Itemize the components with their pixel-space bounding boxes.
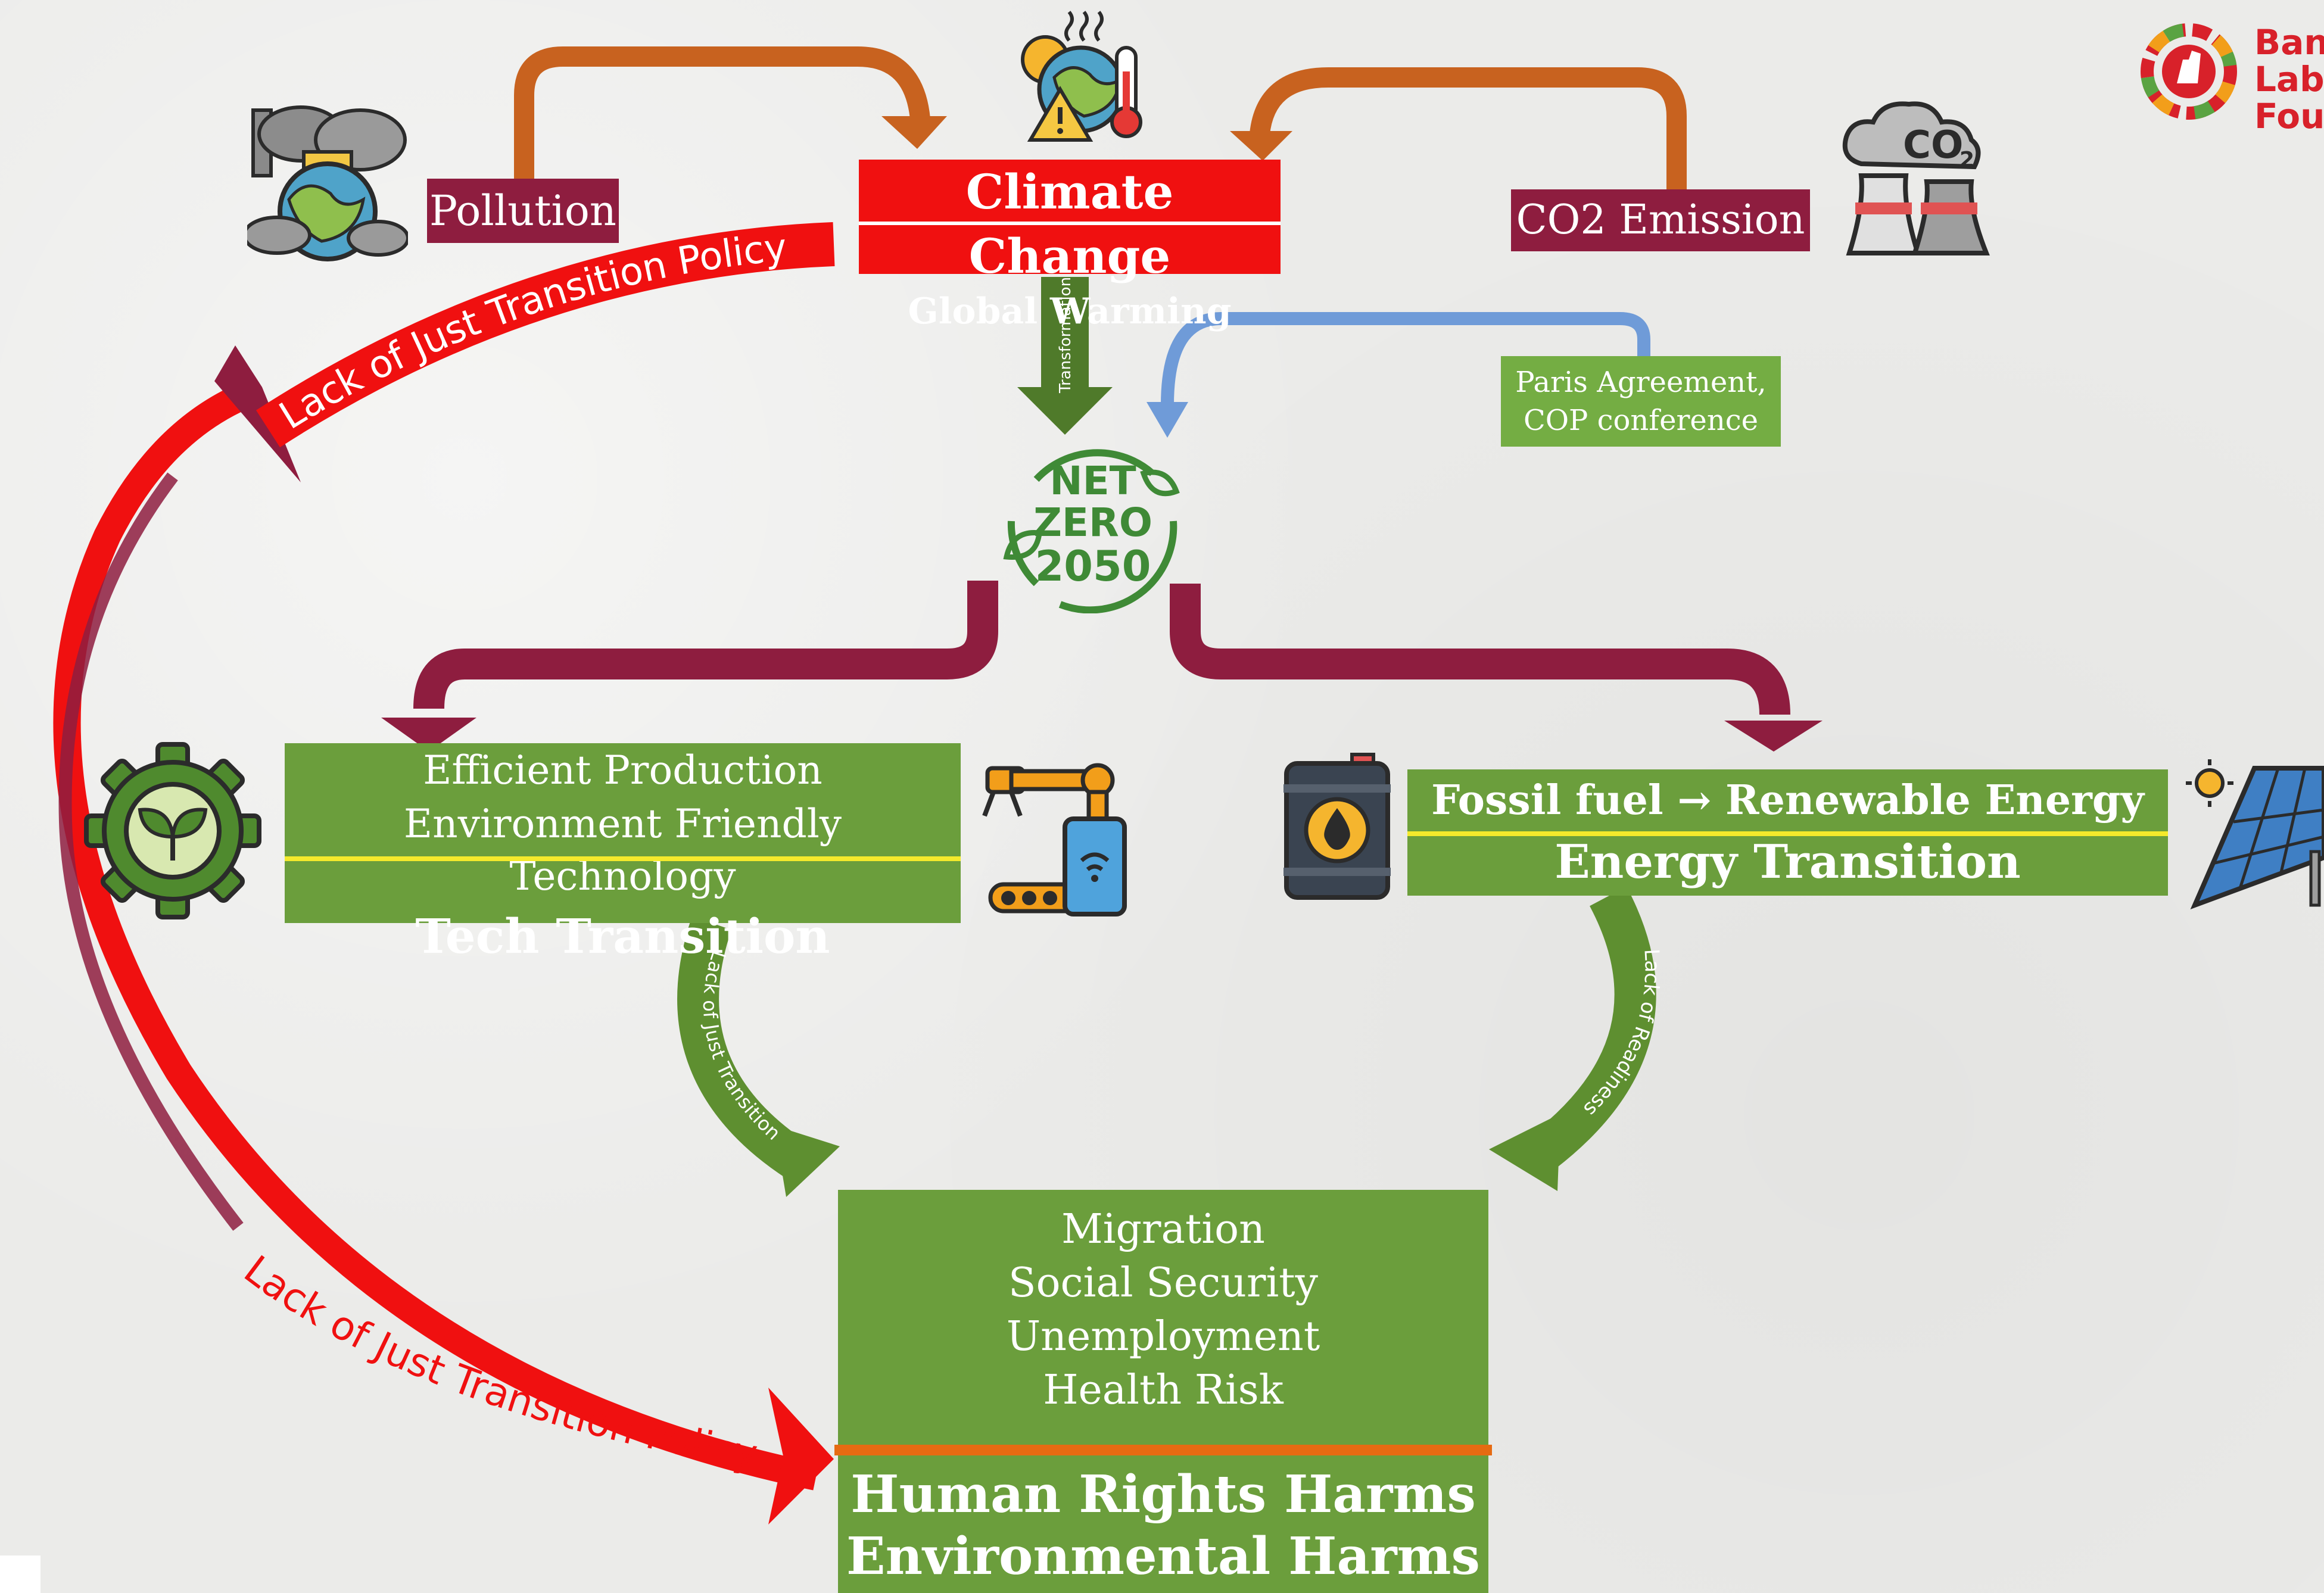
impacts-divider (834, 1445, 1492, 1455)
paris-line-1: Paris Agreement, (1515, 366, 1767, 399)
arrow-transformation-shaft (1041, 277, 1089, 396)
climate-subtitle: Global Warming (908, 291, 1232, 332)
impact-item: Social Security (1008, 1260, 1318, 1307)
co2-emission-label: CO2 Emission (1516, 197, 1805, 244)
impact-item: Migration (1061, 1206, 1265, 1253)
harms-line-1: Human Rights Harms (851, 1464, 1476, 1525)
logo-line: Labou (2254, 59, 2324, 99)
arrow-co2-to-climate (1250, 67, 1687, 191)
arrow-tech-to-impacts-head (774, 1126, 840, 1197)
energy-divider (1407, 831, 2168, 836)
tech-divider (285, 856, 961, 861)
arrow-transformation-head (1017, 387, 1113, 435)
arrow-netzero-to-tech (413, 581, 998, 709)
tech-transition-box: Efficient Production Environment Friendl… (285, 743, 961, 964)
corner-patch (0, 1555, 41, 1593)
arrow-policy-loop-inner-shade (58, 472, 244, 1231)
tech-line-2: Environment Friendly Technology (403, 801, 842, 899)
co2-emission-box: CO2 Emission (1511, 189, 1810, 251)
hot-earth-thermometer-icon (1021, 11, 1142, 142)
tech-line-1: Efficient Production (423, 747, 823, 793)
arrow-netzero-to-energy (1170, 584, 1790, 715)
arrow-netzero-to-tech-head (381, 718, 476, 752)
arrow-co2-to-climate-head (1230, 131, 1292, 161)
oil-barrel-icon (1284, 753, 1391, 900)
pollution-box: Pollution (427, 179, 619, 243)
co2-text-icon: CO (1903, 123, 1963, 167)
logo-line: Bang (2254, 22, 2324, 63)
arrow-policy-loop-up-head (214, 345, 301, 482)
impact-list: Migration Social Security Unemployment H… (838, 1190, 1488, 1417)
paris-agreement-box: Paris Agreement, COP conference (1501, 356, 1781, 447)
energy-title: Energy Transition (1554, 835, 2021, 889)
solar-panel-icon (2186, 759, 2324, 909)
arrow-pollution-to-climate-head (881, 116, 947, 149)
climate-change-box: Climate Change Global Warming (859, 160, 1281, 332)
arrow-netzero-to-energy-head (1724, 721, 1823, 752)
polluted-earth-icon (247, 105, 408, 261)
net-zero-line-3: 2050 (1035, 542, 1151, 591)
impact-item: Unemployment (1006, 1313, 1320, 1360)
arrow-paris-to-netzero-head (1147, 402, 1188, 438)
co2-cooling-tower-icon: CO 2 (1842, 101, 1990, 255)
arrow-energy-to-impacts-head (1489, 1114, 1560, 1191)
tech-title: Tech Transition (415, 908, 830, 964)
foundation-logo-icon (2141, 23, 2237, 120)
arrow-policy-loop (53, 380, 819, 1491)
edge-label-transformation: Transformation (1057, 277, 1074, 394)
impact-item: Health Risk (1043, 1367, 1284, 1414)
arrow-energy-to-impacts (1529, 886, 1656, 1169)
policy-band-top (256, 222, 835, 448)
net-zero-icon: NET ZERO 2050 (1003, 449, 1180, 614)
impacts-box: Migration Social Security Unemployment H… (834, 1190, 1492, 1593)
arrow-policy-loop-down-head (768, 1388, 834, 1525)
pollution-label: Pollution (429, 186, 616, 235)
arrow-tech-to-impacts (677, 916, 810, 1179)
arrow-paris-to-netzero (1161, 312, 1650, 406)
robot-arm-phone-icon (982, 763, 1127, 916)
logo-line: Foun (2254, 96, 2324, 136)
eco-gear-icon (84, 742, 261, 919)
harms-block: Human Rights Harms Environmental Harms (838, 1464, 1488, 1588)
net-zero-line-1: NET (1049, 458, 1136, 504)
paris-line-2: COP conference (1523, 404, 1759, 437)
climate-divider (859, 222, 1281, 225)
svg-text:2: 2 (1959, 148, 1974, 172)
energy-transition-box: Fossil fuel → Renewable Energy Energy Tr… (1407, 769, 2168, 896)
energy-line-1: Fossil fuel → Renewable Energy (1431, 777, 2144, 824)
net-zero-badge: NET ZERO 2050 (1001, 438, 1185, 614)
net-zero-line-2: ZERO (1033, 500, 1152, 545)
harms-line-2: Environmental Harms (846, 1526, 1480, 1586)
climate-title: Climate Change (965, 164, 1174, 284)
arrow-pollution-to-climate (514, 46, 930, 185)
foundation-logo-text: Bang Labou Foun (2254, 24, 2324, 135)
